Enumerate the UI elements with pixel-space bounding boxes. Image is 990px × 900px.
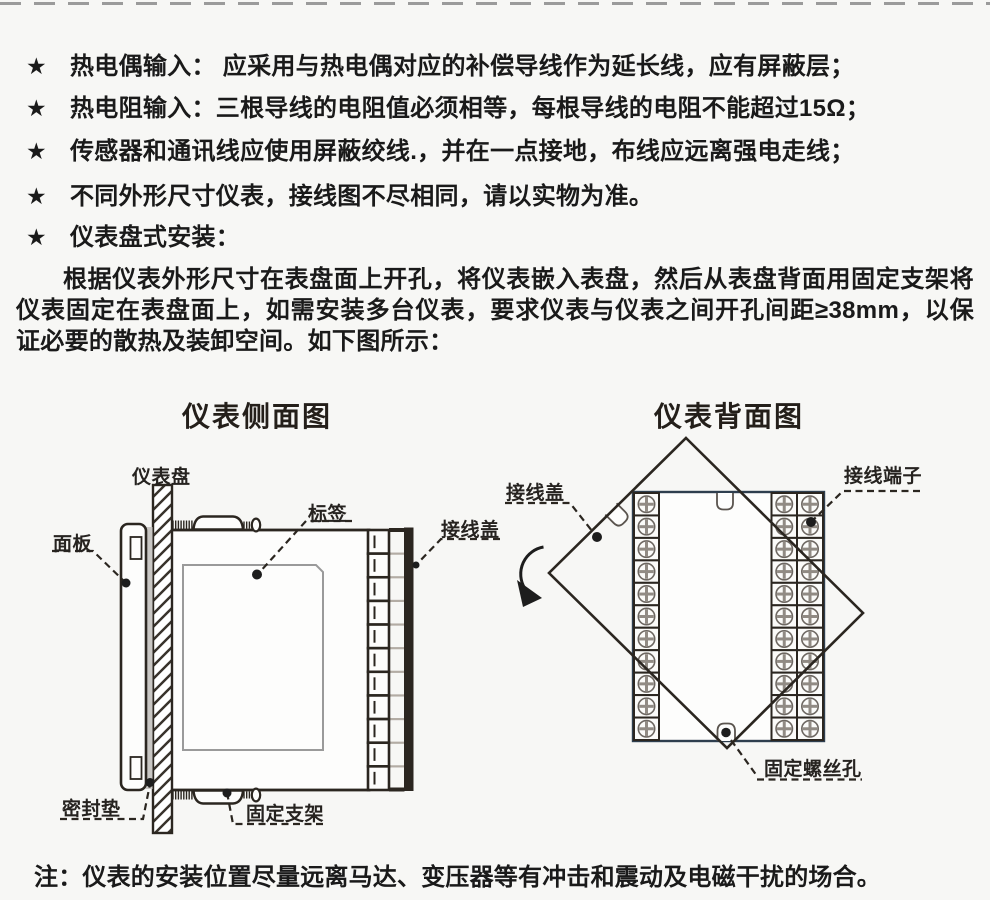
label-panel-board: 仪表盘 [132, 467, 191, 488]
latch-tab-icon [604, 502, 629, 527]
bullet-panel-mount: ★ 仪表盘式安装： [26, 224, 976, 251]
label-terminal-cover-back: 接线盖 [506, 483, 565, 504]
star-bullet-icon: ★ [26, 138, 47, 164]
seal-gasket-strip [145, 527, 153, 789]
installation-paragraph: 根据仪表外形尺寸在表盘面上开孔，将仪表嵌入表盘，然后从表盘背面用固定支架将仪表固… [16, 266, 974, 355]
instrument-body [163, 528, 371, 792]
back-view-diagram [505, 436, 920, 781]
fixing-screw-hole [716, 722, 736, 741]
bullet-text: 不同外形尺寸仪表，接线图不尽相同，请以实物为准。 [70, 183, 654, 210]
label-terminal-block: 接线端子 [844, 466, 923, 487]
bullet-text: 热电阻输入：三根导线的电阻值必须相等，每根导线的电阻不能超过15Ω； [70, 95, 871, 122]
back-view-leaders [505, 489, 920, 781]
label-front-panel: 面板 [53, 534, 93, 555]
back-view-title: 仪表背面图 [653, 402, 804, 433]
bullet-sensor-wiring: ★ 传感器和通讯线应使用屏蔽绞线.，并在一点接地，布线应远离强电走线； [26, 138, 976, 165]
rotate-arrow-icon [517, 545, 544, 607]
side-view-title: 仪表侧面图 [181, 402, 332, 433]
page-top-dashed-divider [0, 2, 990, 5]
rotated-case-outline [547, 436, 865, 750]
side-view-diagram [52, 483, 500, 835]
label-terminal-cover-side: 接线盖 [441, 520, 500, 541]
star-bullet-icon: ★ [26, 183, 47, 209]
label-fixing-bracket: 固定支架 [246, 804, 325, 825]
screw-head-icon [250, 787, 262, 803]
rear-terminal-strip [366, 528, 404, 792]
terminal-cover-bar [404, 527, 414, 791]
label-fixing-screw-hole: 固定螺丝孔 [764, 759, 862, 780]
star-bullet-icon: ★ [26, 95, 47, 121]
label-seal-gasket: 密封垫 [62, 799, 121, 820]
bullet-wiring-diagram: ★ 不同外形尺寸仪表，接线图不尽相同，请以实物为准。 [26, 183, 976, 210]
bullet-thermocouple: ★ 热电偶输入： 应采用与热电偶对应的补偿导线作为延长线，应有屏蔽层； [26, 53, 976, 80]
label-sticker-outline [182, 564, 324, 751]
bullet-text: 热电偶输入： 应采用与热电偶对应的补偿导线作为延长线，应有屏蔽层； [70, 53, 855, 80]
terminal-screws [633, 492, 824, 742]
screw-head-icon [250, 517, 262, 533]
side-view-leaders [52, 519, 500, 826]
installation-note: 注：仪表的安装位置尽量远离马达、变压器等有冲击和震动及电磁干扰的场合。 [34, 864, 881, 891]
bullet-text: 传感器和通讯线应使用屏蔽绞线.，并在一点接地，布线应远离强电走线； [70, 138, 855, 165]
fixing-bracket-top [172, 515, 262, 533]
front-panel-bezel [119, 522, 148, 792]
star-bullet-icon: ★ [26, 224, 47, 250]
label-sticker: 标签 [308, 504, 348, 525]
latch-tab-icon [716, 493, 734, 511]
bullet-text: 仪表盘式安装： [70, 224, 241, 251]
bullet-rtd: ★ 热电阻输入：三根导线的电阻值必须相等，每根导线的电阻不能超过15Ω； [26, 95, 976, 122]
star-bullet-icon: ★ [26, 53, 47, 79]
panel-board-wall [151, 483, 174, 835]
